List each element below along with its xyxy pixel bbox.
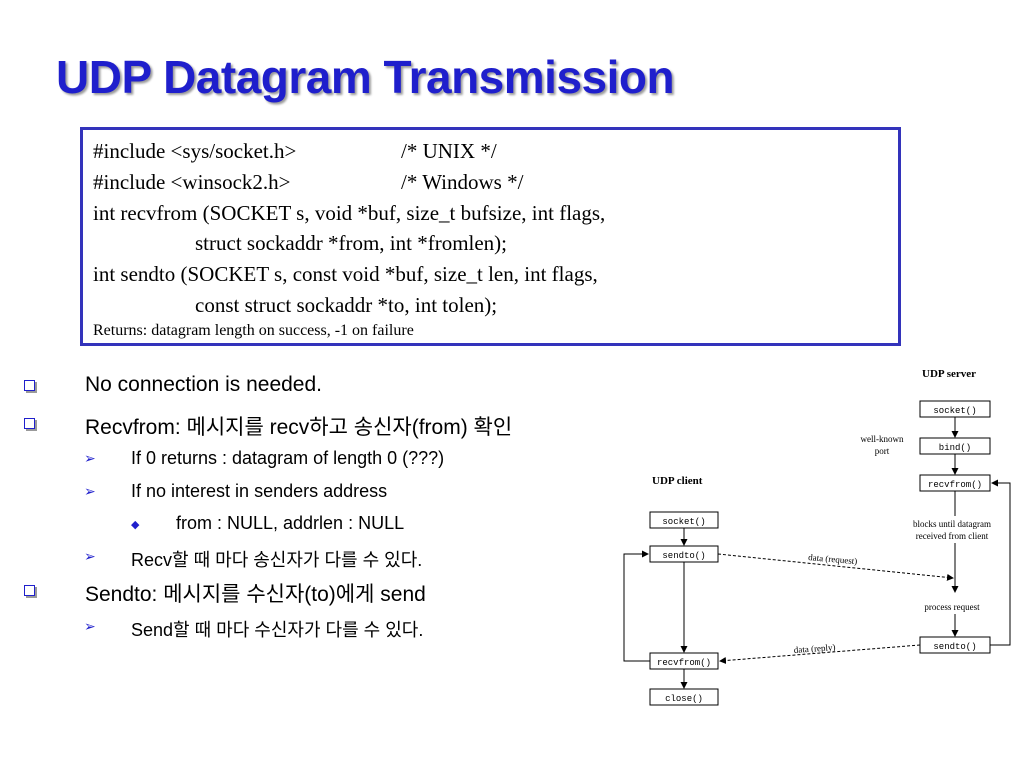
arrow-bullet-icon: ➢ — [84, 548, 96, 564]
code-line-include-unix: #include <sys/socket.h> /* UNIX */ — [93, 136, 898, 167]
bullet-recvfrom-zero: If 0 returns : datagram of length 0 (???… — [131, 448, 445, 468]
data-request-label: data (request) — [808, 552, 858, 566]
bullet-recvfrom-null: from : NULL, addrlen : NULL — [176, 513, 405, 533]
arrow-bullet-icon: ➢ — [84, 450, 96, 466]
client-recvfrom-label: recvfrom() — [657, 658, 711, 668]
server-recvfrom-label: recvfrom() — [928, 480, 982, 490]
udp-flow-diagram: UDP server socket() bind() well-known po… — [623, 368, 1011, 706]
code-comment-windows: /* Windows */ — [401, 169, 524, 194]
code-line-include-windows: #include <winsock2.h> /* Windows */ — [93, 167, 898, 198]
code-include-unix: #include <sys/socket.h> — [93, 139, 297, 163]
bullet-recvfrom-varies: Recv할 때 마다 송신자가 다를 수 있다. — [131, 550, 423, 570]
code-returns-note: Returns: datagram length on success, -1 … — [93, 321, 414, 339]
bullet-sendto-varies: Send할 때 마다 수신자가 다를 수 있다. — [131, 620, 424, 640]
slide-title: UDP Datagram Transmission — [56, 51, 675, 103]
wellknown-label-2: port — [875, 446, 890, 456]
server-sendto-label: sendto() — [933, 642, 976, 652]
square-bullet-icon — [24, 585, 35, 596]
blocks-label-2: received from client — [916, 531, 989, 541]
code-comment-unix: /* UNIX */ — [401, 139, 497, 163]
client-title: UDP client — [652, 475, 703, 487]
wellknown-label-1: well-known — [861, 434, 904, 444]
client-sendto-label: sendto() — [662, 551, 705, 561]
bullet-recvfrom-no-interest: If no interest in senders address — [131, 481, 388, 501]
code-recvfrom-params: struct sockaddr *from, int *fromlen); — [195, 231, 508, 256]
arrow-bullet-icon: ➢ — [84, 618, 96, 634]
data-reply-label: data (reply) — [793, 642, 835, 655]
client-socket-label: socket() — [662, 517, 705, 527]
code-recvfrom-signature: int recvfrom (SOCKET s, void *buf, size_… — [93, 200, 606, 225]
server-title: UDP server — [922, 368, 976, 380]
code-sendto-params: const struct sockaddr *to, int tolen); — [195, 292, 498, 317]
square-bullet-icon — [24, 380, 35, 391]
code-box: #include <sys/socket.h> /* UNIX */ #inclu… — [80, 127, 901, 346]
server-bind-label: bind() — [939, 443, 971, 453]
client-close-label: close() — [665, 694, 703, 704]
arrow-bullet-icon: ➢ — [84, 483, 96, 499]
diamond-bullet-icon: ◆ — [131, 519, 140, 531]
bullet-sendto: Sendto: 메시지를 수신자(to)에게 send — [85, 583, 426, 606]
blocks-label-1: blocks until datagram — [913, 519, 991, 529]
bullet-recvfrom: Recvfrom: 메시지를 recv하고 송신자(from) 확인 — [85, 416, 513, 439]
server-socket-label: socket() — [933, 406, 976, 416]
square-bullet-icon — [24, 418, 35, 429]
process-request-label: process request — [924, 602, 980, 612]
code-sendto-signature: int sendto (SOCKET s, const void *buf, s… — [93, 262, 598, 287]
client-close-box — [649, 688, 719, 706]
bullet-no-connection: No connection is needed. — [85, 373, 322, 396]
code-include-windows: #include <winsock2.h> — [93, 169, 291, 194]
